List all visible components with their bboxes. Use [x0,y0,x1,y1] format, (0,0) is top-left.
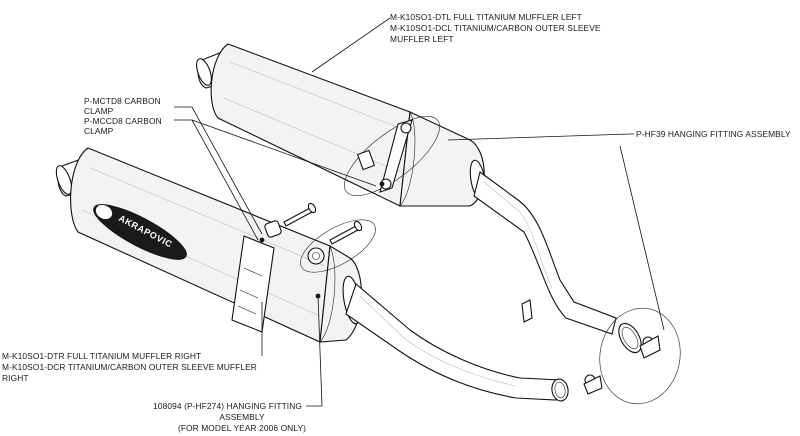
leader-lines [174,17,665,407]
callout-clamp-ccd8-line-1: P-MCCD8 CARBON [84,116,162,126]
link-pipe-right [345,283,569,402]
callout-muffler-right-line-1: M-K10SO1-DTR FULL TITANIUM MUFFLER RIGHT [2,351,201,361]
callout-muffler-right-line-3: RIGHT [2,373,29,383]
callout-hanging-hf39: P-HF39 HANGING FITTING ASSEMBLY [636,129,791,139]
muffler-left [196,43,487,207]
callout-clamp-ccd8-line-2: CLAMP [84,126,114,136]
callout-muffler-right-line-2: M-K10SO1-DCR TITANIUM/CARBON OUTER SLEEV… [2,362,257,372]
callout-clamp-ctd8-line-2: CLAMP [84,106,114,116]
callout-hanging-108094-line-1: 108094 (P-HF274) HANGING FITTING [153,401,302,411]
hanging-fitting-hf39 [344,116,440,196]
callout-muffler-left-line-2: M-K10SO1-DCL TITANIUM/CARBON OUTER SLEEV… [390,23,601,33]
callout-hanging-108094-line-3: (FOR MODEL YEAR 2006 ONLY) [178,423,306,433]
hanging-fitting-108094 [300,219,376,273]
muffler-right [55,147,363,343]
callout-clamp-ctd8-line-1: P-MCTD8 CARBON [84,96,161,106]
callout-hanging-hf39-line-1: P-HF39 HANGING FITTING ASSEMBLY [636,129,791,139]
callout-muffler-right: M-K10SO1-DTR FULL TITANIUM MUFFLER RIGHT… [2,351,257,383]
callout-muffler-left-line-3: MUFFLER LEFT [390,34,454,44]
callout-muffler-left: M-K10SO1-DTL FULL TITANIUM MUFFLER LEFT … [390,12,601,44]
header-clamps [583,307,681,405]
callout-muffler-left-line-1: M-K10SO1-DTL FULL TITANIUM MUFFLER LEFT [390,12,582,22]
bolt-set [264,202,363,245]
callout-hanging-108094-line-2: ASSEMBLY [219,412,265,422]
callout-clamp-ctd8: P-MCTD8 CARBON CLAMP [84,96,161,116]
link-pipe-left [473,171,642,354]
callout-clamp-ccd8: P-MCCD8 CARBON CLAMP [84,116,162,136]
callout-hanging-108094: 108094 (P-HF274) HANGING FITTING ASSEMBL… [153,401,306,433]
